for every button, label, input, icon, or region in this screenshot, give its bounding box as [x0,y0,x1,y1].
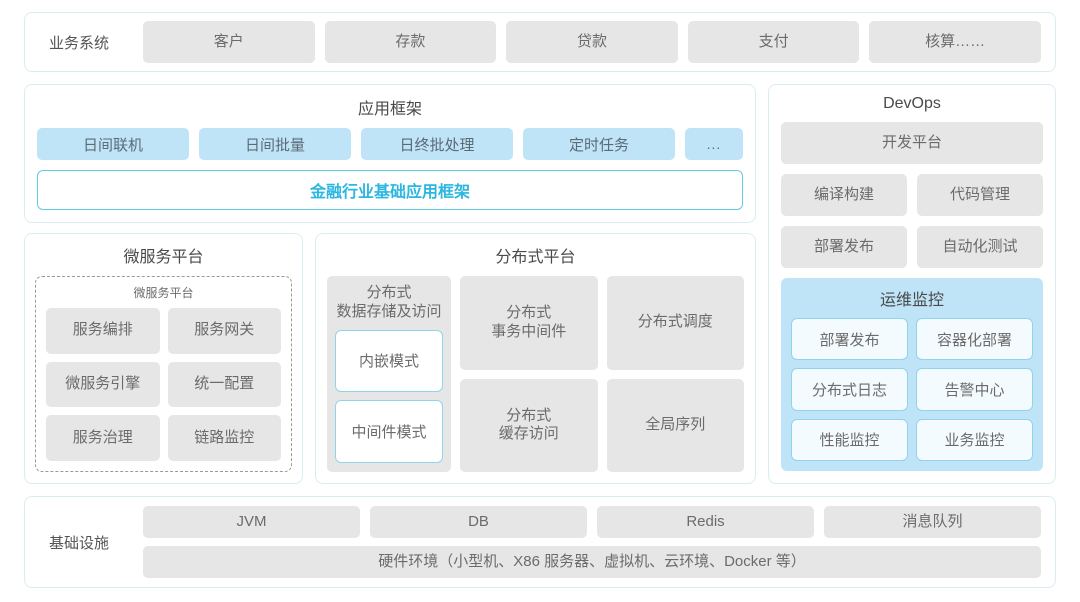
ops-chip-containerized-deploy[interactable]: 容器化部署 [916,318,1033,361]
devops-chip-deploy-release[interactable]: 部署发布 [781,226,907,268]
microservice-platform-inner-title: 微服务平台 [133,286,194,300]
microservice-platform-panel: 微服务平台 微服务平台 服务编排 服务网关 微服务引擎 统一配置 服务治理 链路… [24,233,303,484]
infrastructure-row: 基础设施 JVM DB Redis 消息队列 硬件环境（小型机、X86 服务器、… [24,496,1056,588]
infrastructure-label: 基础设施 [48,534,109,552]
storage-mode-embedded[interactable]: 内嵌模式 [335,329,443,393]
ops-monitoring-panel: 运维监控 部署发布 容器化部署 分布式日志 告警中心 性能监控 业务监控 [781,278,1043,471]
ops-chip-distributed-logs[interactable]: 分布式日志 [791,368,908,411]
microservice-platform-inner-box: 微服务平台 服务编排 服务网关 微服务引擎 统一配置 服务治理 链路监控 [35,276,292,472]
msp-chip-unified-config[interactable]: 统一配置 [167,361,281,408]
msp-chip-link-monitoring[interactable]: 链路监控 [167,415,281,461]
application-framework-title: 应用框架 [357,101,422,118]
distributed-storage-card[interactable]: 分布式 数据存储及访问 内嵌模式 中间件模式 [327,276,451,472]
infra-chip-hardware-environment[interactable]: 硬件环境（小型机、X86 服务器、虚拟机、云环境、Docker 等） [143,546,1041,578]
business-system-chip-customer[interactable]: 客户 [143,21,315,63]
dsp-chip-transaction-middleware[interactable]: 分布式 事务中间件 [460,276,598,370]
lower-platforms: 微服务平台 微服务平台 服务编排 服务网关 微服务引擎 统一配置 服务治理 链路… [24,233,756,484]
dsp-chip-distributed-cache[interactable]: 分布式 缓存访问 [460,378,598,472]
devops-panel: DevOps 开发平台 编译构建 代码管理 部署发布 自动化测试 运维监控 部署… [768,84,1056,484]
distributed-platform-body: 分布式 数据存储及访问 内嵌模式 中间件模式 分布式 事务中间件 分布式调度 分… [327,276,744,472]
infrastructure-items: JVM DB Redis 消息队列 [143,506,1041,538]
infrastructure-content: JVM DB Redis 消息队列 硬件环境（小型机、X86 服务器、虚拟机、云… [143,506,1041,578]
appfw-chip-scheduled-task[interactable]: 定时任务 [523,128,675,160]
middle-area: 应用框架 日间联机 日间批量 日终批处理 定时任务 ... 金融行业基础应用框架… [24,84,1056,484]
dsp-chip-global-sequence[interactable]: 全局序列 [606,378,744,472]
infra-chip-message-queue[interactable]: 消息队列 [824,506,1041,538]
ops-chip-business-monitoring[interactable]: 业务监控 [916,418,1033,461]
business-systems-label: 业务系统 [48,34,109,52]
business-system-chip-deposit[interactable]: 存款 [324,21,497,63]
microservice-platform-grid: 服务编排 服务网关 微服务引擎 统一配置 服务治理 链路监控 [46,308,281,461]
msp-chip-service-governance[interactable]: 服务治理 [46,415,160,461]
ops-monitoring-title: 运维监控 [879,292,944,309]
ops-monitoring-grid: 部署发布 容器化部署 分布式日志 告警中心 性能监控 业务监控 [791,318,1033,461]
devops-chip-dev-platform[interactable]: 开发平台 [781,122,1043,164]
dsp-chip-distributed-scheduling[interactable]: 分布式调度 [606,276,744,370]
distributed-platform-panel: 分布式平台 分布式 数据存储及访问 内嵌模式 中间件模式 分布式 事务中间件 分… [315,233,756,484]
msp-chip-microservice-engine[interactable]: 微服务引擎 [46,361,160,408]
business-system-chip-payment[interactable]: 支付 [687,21,860,63]
appfw-chip-daytime-online[interactable]: 日间联机 [37,128,189,160]
distributed-platform-title: 分布式平台 [495,249,576,266]
appfw-chip-eod-batch[interactable]: 日终批处理 [361,128,513,160]
appfw-chip-more[interactable]: ... [685,128,743,160]
platform-column: 应用框架 日间联机 日间批量 日终批处理 定时任务 ... 金融行业基础应用框架… [24,84,756,484]
ops-chip-performance-monitoring[interactable]: 性能监控 [791,418,908,461]
devops-title: DevOps [883,95,941,112]
distributed-platform-grid: 分布式 事务中间件 分布式调度 分布式 缓存访问 全局序列 [460,276,744,472]
microservice-platform-title: 微服务平台 [123,249,204,266]
infra-chip-db[interactable]: DB [370,506,587,538]
infra-chip-jvm[interactable]: JVM [143,506,360,538]
storage-mode-middleware[interactable]: 中间件模式 [335,400,443,463]
devops-grid: 编译构建 代码管理 部署发布 自动化测试 [781,174,1043,268]
appfw-chip-daytime-batch[interactable]: 日间批量 [199,128,351,160]
business-systems-row: 业务系统 客户 存款 贷款 支付 核算…… [24,12,1056,72]
msp-chip-service-gateway[interactable]: 服务网关 [167,308,281,354]
business-system-chip-accounting[interactable]: 核算…… [869,21,1041,63]
msp-chip-service-orchestration[interactable]: 服务编排 [46,308,160,354]
application-framework-panel: 应用框架 日间联机 日间批量 日终批处理 定时任务 ... 金融行业基础应用框架 [24,84,756,223]
devops-chip-automated-testing[interactable]: 自动化测试 [917,226,1043,268]
devops-chip-code-management[interactable]: 代码管理 [917,174,1043,216]
hardware-environment-row: 硬件环境（小型机、X86 服务器、虚拟机、云环境、Docker 等） [143,546,1041,578]
application-framework-chips: 日间联机 日间批量 日终批处理 定时任务 ... [37,128,743,160]
distributed-storage-title: 分布式 数据存储及访问 [336,284,442,320]
finance-base-framework-banner: 金融行业基础应用框架 [37,170,743,210]
business-system-chip-loan[interactable]: 贷款 [506,21,678,63]
ops-chip-deploy-release[interactable]: 部署发布 [791,318,908,361]
ops-chip-alert-center[interactable]: 告警中心 [916,368,1033,411]
infra-chip-redis[interactable]: Redis [597,506,814,538]
business-systems-items: 客户 存款 贷款 支付 核算…… [143,21,1041,63]
devops-chip-compile-build[interactable]: 编译构建 [781,174,907,216]
